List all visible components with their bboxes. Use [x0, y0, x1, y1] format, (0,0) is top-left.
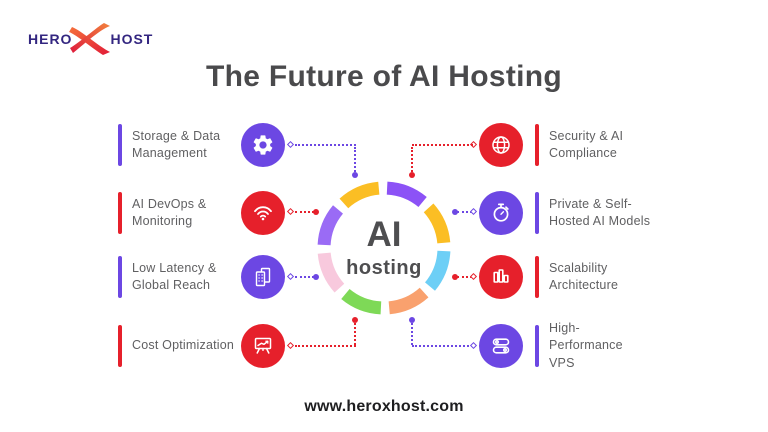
connector-endpoint [286, 140, 295, 149]
connector-line [354, 147, 356, 172]
ring-segment [386, 181, 427, 208]
logo-word-host: HOST [110, 31, 154, 47]
connector-line [412, 144, 473, 146]
connector-line [457, 211, 476, 213]
feature-high-performance-vps: High-Performance VPS [535, 316, 651, 376]
feature-label: Storage & Data Management [132, 128, 221, 160]
connector-line [457, 276, 476, 278]
connector-endpoint [352, 317, 358, 323]
connector-endpoint [452, 274, 458, 280]
bar-chart-icon [479, 255, 523, 299]
connector-line [295, 144, 356, 146]
accent-bar [118, 325, 122, 367]
feature-label: AI DevOps & Monitoring [132, 196, 207, 228]
connector-line [411, 323, 413, 345]
feature-storage-data-management: Storage & Data Management [118, 115, 238, 175]
connector-endpoint [409, 172, 415, 178]
connector-endpoint [469, 341, 478, 350]
ring-segment [424, 250, 451, 291]
accent-bar [535, 124, 539, 166]
center-label-hosting: hosting [346, 256, 422, 279]
connector-endpoint [286, 341, 295, 350]
connector-endpoint [313, 274, 319, 280]
stopwatch-icon [479, 191, 523, 235]
presentation-chart-icon [241, 324, 285, 368]
feature-low-latency-global-reach: Low Latency & Global Reach [118, 247, 238, 307]
logo-x-icon [69, 23, 111, 55]
connector-line [295, 276, 314, 278]
ai-hosting-label: AI hosting [304, 168, 464, 328]
accent-bar [118, 192, 122, 234]
globe-icon [479, 123, 523, 167]
accent-bar [535, 256, 539, 298]
checklist-documents-icon [241, 255, 285, 299]
feature-label: Cost Optimization [132, 338, 235, 353]
connector-endpoint [352, 172, 358, 178]
page-title: The Future of AI Hosting [205, 60, 563, 93]
feature-private-self-hosted-ai-models: Private & Self-Hosted AI Models [535, 183, 651, 243]
connector-endpoint [469, 207, 478, 216]
website-url[interactable]: www.heroxhost.com [304, 398, 464, 415]
connector-endpoint [313, 209, 319, 215]
connector-endpoint [452, 209, 458, 215]
heroxhost-logo: HERO HOST [28, 22, 153, 56]
connector-line [411, 147, 413, 172]
connector-line [412, 345, 473, 347]
feature-scalability-architecture: Scalability Architecture [535, 247, 651, 307]
accent-bar [118, 124, 122, 166]
feature-label: Private & Self-Hosted AI Models [549, 196, 651, 228]
ai-hosting-ring [317, 181, 451, 315]
feature-label: High-Performance VPS [549, 321, 623, 370]
connector-endpoint [286, 272, 295, 281]
feature-ai-devops-monitoring: AI DevOps & Monitoring [118, 183, 238, 243]
ring-segment [423, 203, 451, 244]
ring-segment [317, 252, 345, 293]
feature-label: Low Latency & Global Reach [132, 260, 217, 292]
connector-endpoint [469, 272, 478, 281]
ring-segment [388, 287, 429, 315]
feature-label: Security & AI Compliance [549, 128, 624, 160]
wifi-icon [241, 191, 285, 235]
center-label-ai: AI [366, 214, 402, 254]
accent-bar [118, 256, 122, 298]
ring-segment [339, 181, 380, 209]
feature-cost-optimization: Cost Optimization [118, 316, 238, 376]
connector-endpoint [409, 317, 415, 323]
accent-bar [535, 192, 539, 234]
connector-line [295, 345, 356, 347]
connector-line [295, 211, 314, 213]
connector-endpoint [286, 207, 295, 216]
feature-security-ai-compliance: Security & AI Compliance [535, 115, 651, 175]
accent-bar [535, 325, 539, 367]
ring-segment [341, 288, 382, 315]
connector-line [354, 323, 356, 345]
logo-word-hero: HERO [28, 31, 73, 47]
gear-icon [241, 123, 285, 167]
servers-icon [479, 324, 523, 368]
feature-label: Scalability Architecture [549, 260, 619, 292]
ring-segment [317, 205, 344, 246]
